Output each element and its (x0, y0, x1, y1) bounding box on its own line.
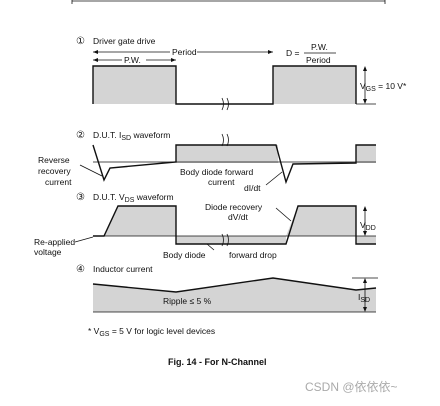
ripple-label: Ripple ≤ 5 % (163, 296, 212, 306)
panel-inductor-current: ④ Inductor current Ripple ≤ 5 % ISD (76, 264, 378, 313)
didt-label: dI/dt (244, 183, 261, 193)
inductor-current-waveform (92, 277, 377, 293)
reverse-recovery-label-2: recovery (38, 166, 71, 176)
body-diode-forward-current-label-1: Body diode forward (180, 167, 254, 177)
duty-formula-lhs: D = (286, 48, 300, 58)
vds-shade-2 (286, 206, 356, 236)
panel-4-title: Inductor current (93, 264, 153, 274)
panel-1-number: ① (76, 36, 85, 47)
vdd-label: VDD (360, 220, 376, 232)
diode-recovery-label-1: Diode recovery (205, 202, 263, 212)
watermark: CSDN @依依依~ (305, 379, 398, 394)
reverse-recovery-label-3: current (45, 177, 72, 187)
isd-waveform (92, 144, 376, 185)
panel-4-number: ④ (76, 264, 85, 275)
panel-1-title: Driver gate drive (93, 36, 156, 46)
pulse-width-label: P.W. (124, 55, 141, 65)
isd-shade-2 (356, 145, 376, 163)
gate-pulse-shade-2 (273, 66, 356, 104)
reapplied-voltage-label-2: voltage (34, 247, 62, 257)
body-diode-forward-current-label-2: current (208, 177, 235, 187)
panel-vds-waveform: ③ D.U.T. VDS waveform Diode recovery dV/… (34, 192, 376, 260)
reapplied-voltage-label-1: Re-applied (34, 237, 75, 247)
isd-shade-1 (176, 145, 278, 163)
duty-formula-denominator: Period (306, 55, 331, 65)
gate-drive-waveform (92, 65, 357, 105)
panel-2-number: ② (76, 130, 85, 141)
vds-shade-1 (104, 206, 176, 236)
panel-driver-gate-drive: ① Driver gate drive Period P.W. D = P.W.… (76, 36, 407, 111)
vds-waveform (93, 205, 376, 245)
inductor-current-shade (93, 278, 376, 312)
gate-pulse-shade-1 (93, 66, 176, 104)
figure-caption: Fig. 14 - For N-Channel (168, 357, 267, 367)
duty-formula-numerator: P.W. (311, 42, 328, 52)
time-break-mark (221, 97, 229, 111)
footnote: * VGS = 5 V for logic level devices (88, 326, 215, 338)
vds-forward-drop-shade (176, 236, 286, 244)
panel-3-number: ③ (76, 192, 85, 203)
forward-drop-label: forward drop (229, 250, 277, 260)
body-diode-label: Body diode (163, 250, 206, 260)
isd-label: ISD (358, 292, 370, 304)
diode-recovery-label-2: dV/dt (228, 212, 248, 222)
period-label: Period (172, 47, 197, 57)
reverse-recovery-label-1: Reverse (38, 155, 70, 165)
panel-3-title: D.U.T. VDS waveform (93, 192, 174, 204)
panel-isd-waveform: ② D.U.T. ISD waveform Reverse recovery c… (38, 130, 376, 193)
panel-2-title: D.U.T. ISD waveform (93, 130, 170, 142)
vgs-label: VGS = 10 V* (360, 81, 407, 93)
